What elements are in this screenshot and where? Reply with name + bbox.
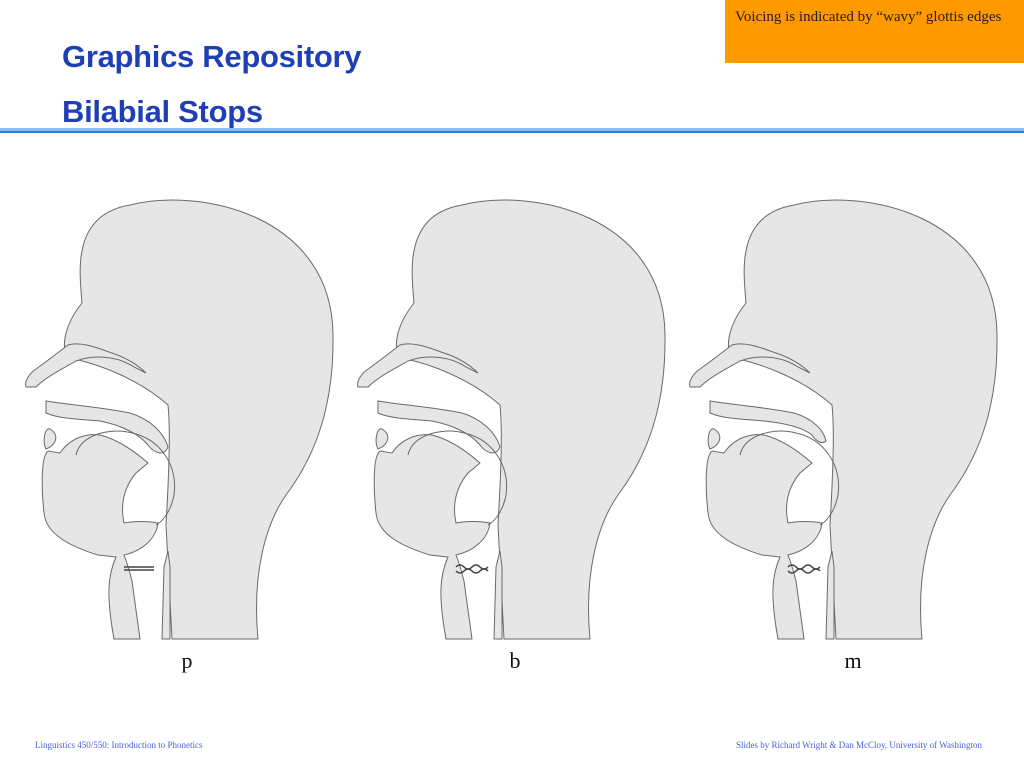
vocal-tract-diagram-m	[689, 199, 998, 640]
page-subtitle: Bilabial Stops	[62, 94, 263, 129]
sound-label-b: b	[509, 648, 521, 673]
glottis-straight	[124, 566, 154, 571]
glottis-wavy	[787, 564, 821, 574]
tongue-contour	[407, 430, 508, 526]
page-title: Graphics Repository	[62, 39, 362, 74]
head-silhouette	[25, 199, 334, 640]
glottis-wavy	[455, 564, 489, 574]
head-silhouette	[689, 199, 998, 640]
tongue-contour	[75, 430, 176, 526]
footer-course: Linguistics 450/550: Introduction to Pho…	[35, 740, 203, 750]
header-rule-dark	[0, 131, 1024, 133]
vocal-tract-diagram-b	[357, 199, 666, 640]
header-rule-light	[0, 128, 1024, 131]
sound-label-p: p	[181, 648, 193, 673]
voicing-note-callout: Voicing is indicated by “wavy” glottis e…	[725, 0, 1024, 63]
voicing-note-text: Voicing is indicated by “wavy” glottis e…	[735, 9, 1002, 25]
tongue-contour	[739, 430, 840, 526]
head-silhouette	[357, 199, 666, 640]
sound-label-m: m	[844, 648, 862, 673]
vocal-tract-diagram-p	[25, 199, 334, 640]
footer-credits: Slides by Richard Wright & Dan McCloy, U…	[736, 740, 982, 750]
